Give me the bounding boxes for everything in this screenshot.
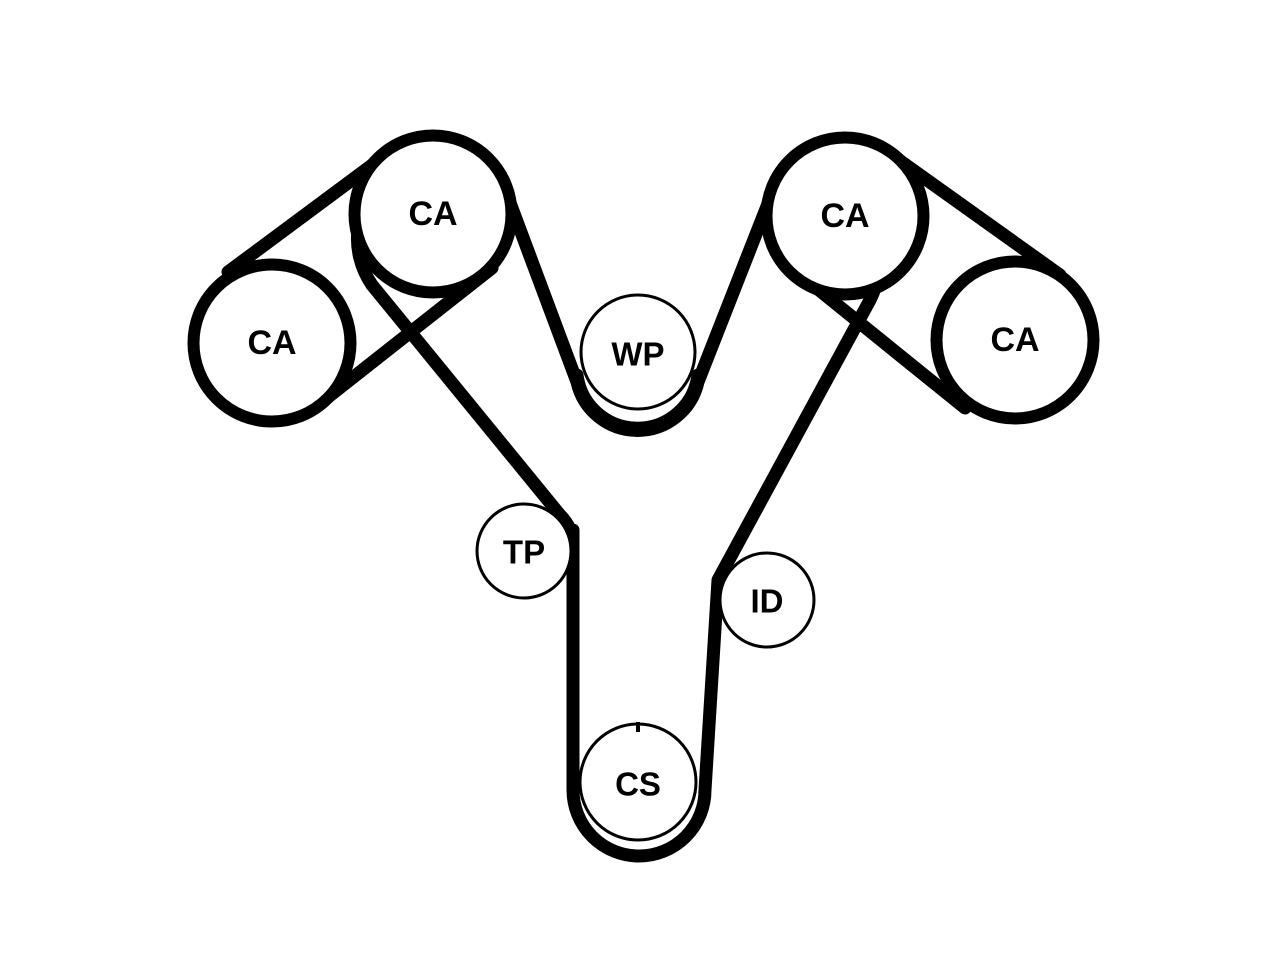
ca-right-inner-pulley xyxy=(769,140,921,292)
ca-left-outer-label: CA xyxy=(247,324,296,362)
pulley-wp: WP xyxy=(570,293,705,435)
ca-left-outer-belt-wrap xyxy=(187,258,357,428)
pulley-cs: CS xyxy=(578,722,698,842)
wp-belt-wrap xyxy=(570,368,705,435)
id-pulley xyxy=(718,551,816,649)
ca-left-inner-pulley xyxy=(357,138,509,290)
pulley-ca-left-inner: CA xyxy=(348,129,518,299)
ca-right-outer-belt-wrap xyxy=(930,255,1100,425)
ca-right-outer-label: CA xyxy=(990,321,1039,359)
pulley-ca-right-inner: CA xyxy=(760,131,930,301)
ca-left-inner-belt-wrap xyxy=(348,129,518,299)
pulley-ca-left-outer: CA xyxy=(187,258,357,428)
ca-right-inner-label: CA xyxy=(820,197,869,235)
tp-pulley xyxy=(475,502,573,600)
ca-right-inner-belt-wrap xyxy=(760,131,930,301)
wp-pulley xyxy=(579,293,697,411)
id-label: ID xyxy=(751,583,784,620)
wp-label: WP xyxy=(611,336,664,373)
pulley-tp: TP xyxy=(475,502,573,600)
ca-left-inner-label: CA xyxy=(408,195,457,233)
ca-right-outer-pulley xyxy=(939,264,1091,416)
ca-left-outer-pulley xyxy=(196,267,348,419)
cs-label: CS xyxy=(615,766,661,803)
tp-label: TP xyxy=(503,534,545,571)
pulley-id: ID xyxy=(718,551,816,649)
pulley-ca-right-outer: CA xyxy=(930,255,1100,425)
